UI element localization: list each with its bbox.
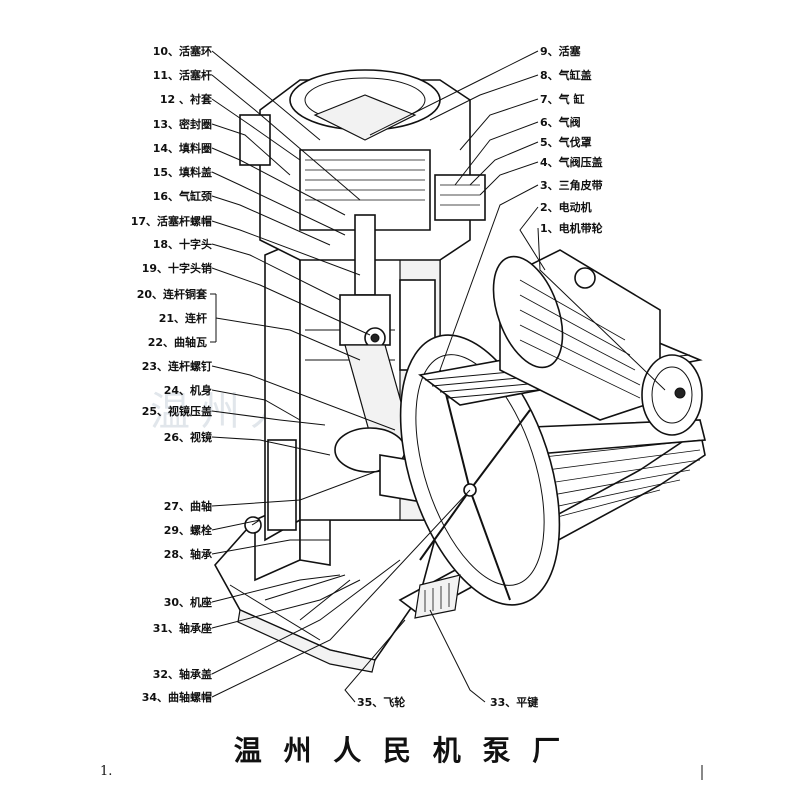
label-32: 32、轴承盖: [153, 667, 212, 681]
label-12: 12 、衬套: [160, 92, 213, 106]
diagram-title: 温 州 人 民 机 泵 厂: [234, 734, 567, 767]
label-35: 35、飞轮: [357, 695, 405, 709]
label-10: 10、活塞环: [153, 44, 212, 58]
label-7: 7、气 缸: [540, 92, 584, 106]
label-24: 24、机身: [164, 383, 212, 397]
labels-left: 10、活塞环 11、活塞杆 12 、衬套 13、密封圈 14、填料圈 15、填料…: [131, 44, 213, 704]
page-number: 1.: [100, 764, 112, 779]
label-29: 29、螺栓: [164, 523, 212, 537]
label-2: 2、电动机: [540, 200, 592, 214]
cylinder: [239, 69, 486, 261]
electric-motor: [492, 249, 703, 436]
label-8: 8、气缸盖: [540, 68, 592, 82]
label-19: 19、十字头销: [142, 261, 212, 275]
label-3: 3、三角皮带: [540, 178, 603, 192]
label-21: 21、连杆: [159, 311, 207, 325]
label-17: 17、活塞杆螺帽: [131, 214, 212, 228]
label-6: 6、气阀: [540, 115, 581, 129]
compressor-illustration: [214, 69, 707, 673]
label-31: 31、轴承座: [153, 621, 212, 635]
label-15: 15、填料盖: [153, 165, 212, 179]
label-34: 34、曲轴螺帽: [142, 690, 212, 704]
labels-bottom: 35、飞轮 33、平键: [357, 695, 539, 709]
label-14: 14、填料圈: [153, 141, 212, 155]
label-30: 30、机座: [164, 595, 212, 609]
label-1: 1、电机带轮: [540, 221, 603, 235]
label-20: 20、连杆铜套: [137, 287, 208, 301]
label-23: 23、连杆螺钉: [142, 359, 212, 373]
label-28: 28、轴承: [164, 547, 213, 561]
leader-lines: [210, 50, 666, 703]
label-11: 11、活塞杆: [153, 68, 212, 82]
label-18: 18、十字头: [153, 237, 212, 251]
bolt-icon: [244, 516, 262, 534]
label-26: 26、视镜: [164, 430, 212, 444]
label-33: 33、平键: [490, 695, 539, 709]
label-5: 5、气伐罩: [540, 135, 592, 149]
label-13: 13、密封圈: [153, 117, 212, 131]
label-16: 16、气缸颈: [153, 189, 212, 203]
label-22: 22、曲轴瓦: [148, 335, 207, 349]
labels-right: 9、活塞 8、气缸盖 7、气 缸 6、气阀 5、气伐罩 4、气阀压盖 3、三角皮…: [540, 44, 603, 235]
label-27: 27、曲轴: [164, 499, 212, 513]
flywheel: [399, 334, 561, 619]
label-4: 4、气阀压盖: [540, 155, 603, 169]
label-25: 25、视镜压盖: [142, 404, 212, 418]
label-9: 9、活塞: [540, 44, 582, 58]
